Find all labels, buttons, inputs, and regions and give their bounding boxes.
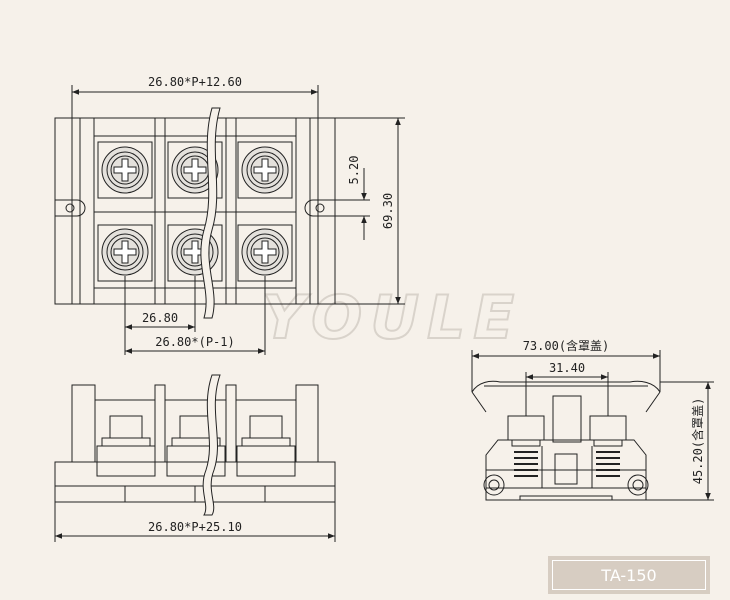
dim-screw-offset — [318, 168, 370, 240]
dim-cover-width-label: 73.00(含罩盖) — [523, 338, 610, 353]
dim-pitch-span-label: 26.80*(P-1) — [155, 335, 234, 349]
spring-icon — [514, 451, 538, 477]
break-lines-front — [202, 374, 221, 516]
terminal-screws — [101, 146, 289, 276]
dim-top-width-label: 26.80*P+12.60 — [148, 75, 242, 89]
side-view — [471, 380, 661, 501]
front-view — [54, 384, 336, 503]
screw-icon — [101, 146, 149, 194]
dim-height-label: 69.30 — [381, 193, 395, 229]
screw-icon — [101, 228, 149, 276]
dim-cover-height — [646, 381, 714, 501]
screw-icon — [241, 228, 289, 276]
watermark-logo: YOULE — [262, 283, 522, 353]
spring-icon — [596, 451, 620, 477]
model-badge: TA-150 — [548, 556, 710, 594]
dim-screw-offset-label: 5.20 — [347, 156, 361, 185]
screw-icon — [171, 228, 219, 276]
model-label: TA-150 — [552, 560, 706, 590]
dim-top-width — [71, 85, 319, 118]
dim-inner-width-label: 31.40 — [549, 361, 585, 375]
dim-cover-height-label: 45.20(含罩盖) — [690, 398, 705, 485]
screw-icon — [241, 146, 289, 194]
dim-cover-width — [471, 350, 661, 392]
dim-bottom-width — [54, 502, 336, 542]
dim-pitch-label: 26.80 — [142, 311, 178, 325]
dim-height — [335, 117, 405, 305]
dim-inner-width — [525, 372, 609, 416]
break-lines-top — [200, 107, 221, 319]
dim-pitch — [124, 276, 266, 355]
dim-bottom-width-label: 26.80*P+25.10 — [148, 520, 242, 534]
